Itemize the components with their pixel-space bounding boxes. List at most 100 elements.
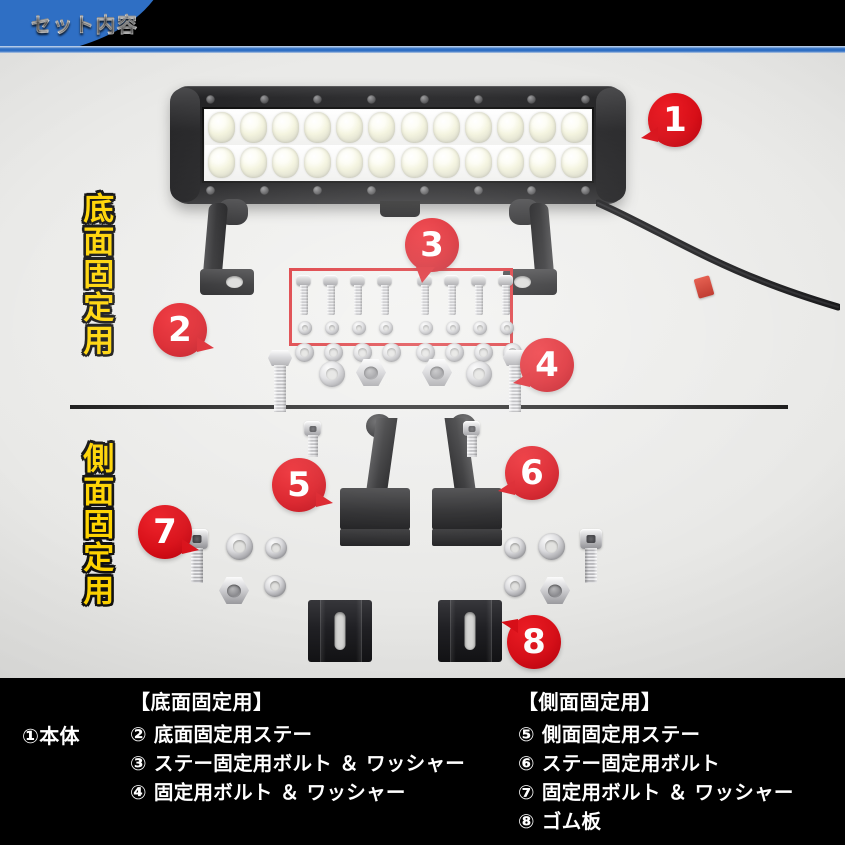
- stay-arm: [202, 203, 229, 275]
- flange-bolt: [377, 275, 392, 315]
- led-lens: [558, 145, 591, 180]
- light-bar-screws-bottom: [206, 186, 590, 195]
- screw: [313, 95, 323, 104]
- side-hex-nut-right: [540, 577, 570, 604]
- flange-bolt: [296, 275, 311, 315]
- spring-washer: [446, 321, 460, 335]
- led-light-bar: [170, 86, 626, 217]
- legend-heading-side: 【側面固定用】: [518, 690, 662, 714]
- led-lens: [462, 145, 495, 180]
- led-lens: [301, 110, 334, 145]
- screw: [259, 186, 269, 195]
- spring-washer: [352, 321, 366, 335]
- callout-number: 7: [153, 512, 177, 552]
- flat-washer: [416, 343, 435, 362]
- spring-washer: [325, 321, 339, 335]
- section-label-bottom-mount: 底面固定用: [77, 192, 114, 357]
- spring-washer-group-left: [298, 321, 393, 335]
- callout-tail: [641, 127, 658, 142]
- callout-number: 3: [420, 225, 444, 265]
- light-bar-screws-top: [206, 95, 590, 104]
- legend-item-5: ⑤ 側面固定用ステー: [518, 723, 701, 746]
- power-wire: [596, 199, 840, 311]
- legend-column-side-mount: 【側面固定用】 ⑤ 側面固定用ステー ⑥ ステー固定用ボルト ⑦ 固定用ボルト …: [518, 686, 794, 836]
- side-flat-washer-left: [226, 533, 253, 560]
- callout-7[interactable]: 7: [138, 505, 199, 559]
- flange-bolt: [323, 275, 338, 315]
- stay-bolt-group-left: [296, 275, 392, 315]
- callout-number: 8: [522, 622, 546, 662]
- flat-washer: [295, 343, 314, 362]
- product-photo-stage: 底面固定用 側面固定用: [0, 53, 845, 678]
- screw: [473, 186, 483, 195]
- flange-bolt: [498, 275, 513, 315]
- rubber-pad-right: [438, 600, 502, 662]
- led-lens: [269, 145, 302, 180]
- screw: [366, 95, 376, 104]
- screw: [420, 95, 430, 104]
- callout-6[interactable]: 6: [498, 446, 559, 500]
- section-divider: [70, 405, 788, 409]
- legend-item-6: ⑥ ステー固定用ボルト: [518, 751, 721, 775]
- screw: [527, 186, 537, 195]
- led-lens: [494, 110, 527, 145]
- callout-number: 6: [520, 453, 544, 493]
- callout-5[interactable]: 5: [272, 458, 333, 512]
- wire-connector-tag: [693, 275, 715, 299]
- side-spring-washer-right-2: [504, 575, 526, 597]
- led-lens: [430, 145, 463, 180]
- screw: [206, 95, 215, 104]
- side-spring-washer-right: [504, 537, 526, 559]
- led-lens: [365, 145, 398, 180]
- callout-tail: [498, 480, 515, 495]
- screw: [580, 95, 590, 104]
- page-header: セット内容: [0, 0, 845, 46]
- callout-tail: [197, 337, 214, 352]
- callout-8[interactable]: 8: [501, 615, 561, 669]
- legend-heading-bottom: 【底面固定用】: [130, 690, 274, 714]
- legend-column-main: ①本体: [22, 720, 80, 749]
- light-bar-endcap-right: [596, 88, 626, 202]
- section-label-side-mount: 側面固定用: [77, 442, 114, 607]
- led-lens: [526, 145, 559, 180]
- legend-column-bottom-mount: 【底面固定用】 ② 底面固定用ステー ③ ステー固定用ボルト ＆ ワッシャー ④…: [130, 686, 465, 808]
- callout-1[interactable]: 1: [641, 93, 702, 147]
- legend-item-4: ④ 固定用ボルト ＆ ワッシャー: [130, 780, 406, 804]
- spring-washer-group-right: [419, 321, 514, 335]
- stay-base-plate: [432, 529, 502, 546]
- stay-foot: [200, 269, 254, 295]
- led-lens: [205, 110, 238, 145]
- led-lens: [269, 110, 302, 145]
- callout-tail: [316, 492, 333, 507]
- led-lens: [237, 110, 270, 145]
- screw: [580, 186, 590, 195]
- legend-item-7: ⑦ 固定用ボルト ＆ ワッシャー: [518, 780, 794, 804]
- spring-washer: [419, 321, 433, 335]
- led-lens: [365, 110, 398, 145]
- led-lens: [237, 145, 270, 180]
- led-lens: [398, 110, 431, 145]
- flat-washer: [382, 343, 401, 362]
- screw: [527, 95, 537, 104]
- callout-tail: [501, 619, 518, 633]
- side-spring-washer-left: [265, 537, 287, 559]
- callout-2[interactable]: 2: [153, 303, 214, 357]
- led-lens: [301, 145, 334, 180]
- side-fixing-bolt-right: [580, 529, 602, 583]
- legend-item-3: ③ ステー固定用ボルト ＆ ワッシャー: [130, 751, 466, 775]
- screw: [366, 186, 376, 195]
- screw: [473, 95, 483, 104]
- bottom-mount-stay-left: [198, 199, 254, 295]
- legend-item-main-body: ①本体: [22, 724, 80, 748]
- callout-number: 5: [287, 465, 311, 505]
- led-lens: [494, 145, 527, 180]
- flat-washer: [353, 343, 372, 362]
- stay-clamp-block: [432, 488, 502, 530]
- led-lens: [526, 110, 559, 145]
- callout-4[interactable]: 4: [513, 338, 574, 392]
- header-underline: [0, 46, 845, 53]
- callout-3[interactable]: 3: [405, 218, 459, 283]
- stay-arm: [528, 203, 555, 275]
- light-bar-center-mount: [380, 201, 420, 217]
